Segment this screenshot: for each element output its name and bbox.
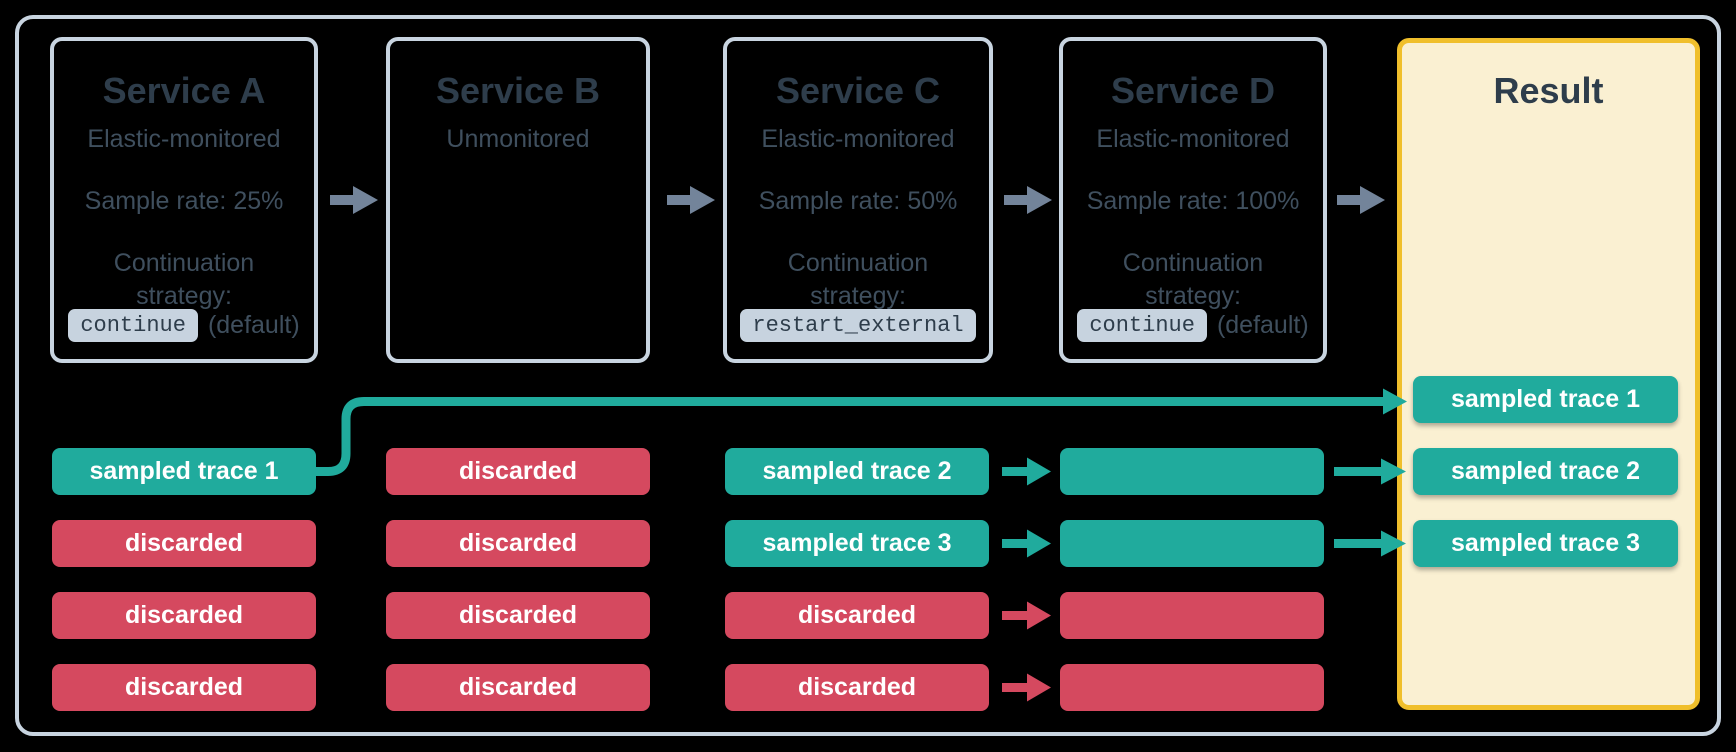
result-title: Result	[1493, 70, 1604, 111]
service-b-trace-pill: discarded	[386, 664, 650, 711]
service-b-box: Service B Unmonitored	[386, 37, 650, 363]
service-c-strategy-chip: restart_external	[740, 308, 976, 342]
service-b-title: Service B	[435, 70, 601, 111]
continuation-line2: strategy:	[810, 282, 906, 310]
result-box: Result	[1397, 38, 1700, 710]
service-d-box: Service D Elastic-monitored Sample rate:…	[1059, 37, 1327, 363]
service-a-trace-pill: sampled trace 1	[52, 448, 316, 495]
service-d-sample-rate: Sample rate: 100%	[1086, 187, 1300, 215]
diagram-frame	[15, 15, 1721, 736]
service-d-trace-pill	[1060, 664, 1324, 711]
service-a-monitoring: Elastic-monitored	[87, 125, 281, 153]
service-b-monitoring: Unmonitored	[446, 125, 590, 153]
service-d-strategy-chip: continue	[1077, 308, 1207, 342]
service-a-continuation-label: Continuation strategy:	[54, 247, 314, 313]
service-c-trace-pill: discarded	[725, 592, 989, 639]
service-a-title: Service A	[102, 70, 266, 111]
result-trace-pill: sampled trace 3	[1413, 520, 1678, 567]
service-a-strategy-chip: continue	[68, 308, 198, 342]
continuation-line1: Continuation	[787, 249, 929, 277]
service-c-continuation-label: Continuation strategy:	[727, 247, 989, 313]
service-d-strategy-row: continue (default)	[1063, 307, 1323, 343]
service-c-sample-rate: Sample rate: 50%	[758, 187, 958, 215]
service-b-trace-pill: discarded	[386, 592, 650, 639]
service-d-trace-pill	[1060, 448, 1324, 495]
service-a-trace-pill: discarded	[52, 520, 316, 567]
continuation-line1: Continuation	[1122, 249, 1264, 277]
service-c-strategy-row: restart_external	[727, 307, 989, 343]
service-a-sample-rate: Sample rate: 25%	[84, 187, 284, 215]
service-d-title: Service D	[1110, 70, 1276, 111]
service-a-trace-pill: discarded	[52, 592, 316, 639]
service-d-continuation-label: Continuation strategy:	[1063, 247, 1323, 313]
service-d-trace-pill	[1060, 592, 1324, 639]
service-d-strategy-suffix: (default)	[1216, 310, 1309, 339]
service-a-strategy-suffix: (default)	[207, 310, 300, 339]
result-trace-pill: sampled trace 1	[1413, 376, 1678, 423]
service-c-trace-pill: discarded	[725, 664, 989, 711]
service-c-monitoring: Elastic-monitored	[761, 125, 955, 153]
service-c-title: Service C	[775, 70, 941, 111]
service-c-trace-pill: sampled trace 3	[725, 520, 989, 567]
service-a-box: Service A Elastic-monitored Sample rate:…	[50, 37, 318, 363]
service-c-box: Service C Elastic-monitored Sample rate:…	[723, 37, 993, 363]
service-d-monitoring: Elastic-monitored	[1096, 125, 1290, 153]
service-a-trace-pill: discarded	[52, 664, 316, 711]
service-c-trace-pill: sampled trace 2	[725, 448, 989, 495]
continuation-line2: strategy:	[136, 282, 232, 310]
service-b-trace-pill: discarded	[386, 448, 650, 495]
service-b-trace-pill: discarded	[386, 520, 650, 567]
result-trace-pill: sampled trace 2	[1413, 448, 1678, 495]
service-d-trace-pill	[1060, 520, 1324, 567]
continuation-line1: Continuation	[113, 249, 255, 277]
service-a-strategy-row: continue (default)	[54, 307, 314, 343]
continuation-line2: strategy:	[1145, 282, 1241, 310]
